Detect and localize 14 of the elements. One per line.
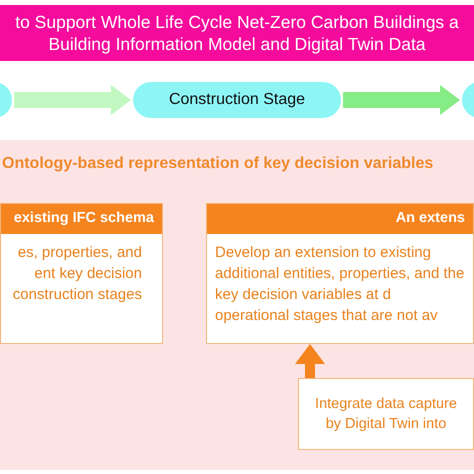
block-arrow <box>14 85 131 115</box>
title-banner: to Support Whole Life Cycle Net-Zero Carbon Buildings a Building Information Model and Digital Twin Data <box>0 5 474 61</box>
block-arrow <box>295 344 325 378</box>
stage-pill: Construction Stage <box>133 82 341 118</box>
block-arrow <box>343 85 460 115</box>
card-text: es, properties, and ent key decision construction stages <box>12 243 142 305</box>
note-box: Integrate data capture by Digital Twin into <box>298 378 474 450</box>
card-header: An extens <box>207 204 473 234</box>
background-panel <box>0 140 474 470</box>
card-header: existing IFC schema <box>1 204 162 234</box>
card-text: Develop an extension to existing additional entities, properties, and the key decision variables at d operational stages that are not av <box>215 243 465 326</box>
panel-heading: Ontology-based representation of key decision variables <box>2 154 434 174</box>
schema-card <box>0 203 163 344</box>
schema-card <box>206 203 474 344</box>
